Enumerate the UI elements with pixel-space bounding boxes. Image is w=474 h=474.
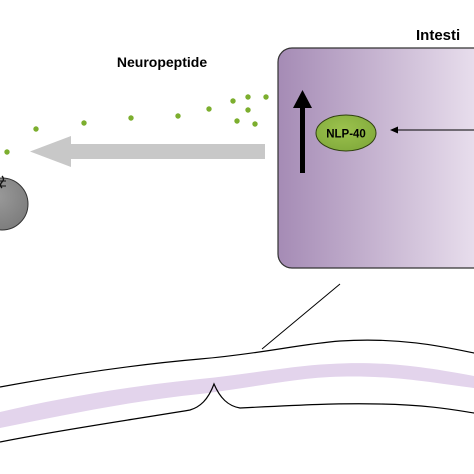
droplet — [234, 118, 240, 124]
neuropeptide-label: Neuropeptide — [117, 54, 207, 70]
droplet — [245, 107, 251, 113]
droplet — [128, 115, 134, 121]
droplet — [175, 113, 181, 119]
droplet — [81, 120, 87, 126]
worm-outline-lower — [0, 382, 474, 443]
connector-line — [261, 283, 341, 350]
neuron-cell-icon — [0, 175, 29, 231]
tissue-label: Intesti — [416, 27, 460, 44]
worm-body — [0, 339, 474, 443]
large-gray-arrow-icon — [30, 136, 265, 167]
worm-outline-upper — [0, 339, 474, 388]
protein-label: NLP-40 — [326, 129, 366, 141]
intestine-cell-box — [277, 47, 474, 269]
upward-arrow-icon — [293, 90, 312, 173]
release-arrow-head — [30, 136, 71, 167]
droplet — [230, 98, 236, 104]
leftward-arrow-icon — [390, 126, 474, 134]
droplet — [252, 121, 258, 127]
droplet — [4, 149, 10, 155]
neuropeptide-droplets — [4, 94, 269, 155]
droplet — [263, 94, 269, 100]
nlp40-protein: NLP-40 — [315, 114, 377, 152]
release-arrow-shaft — [68, 144, 265, 159]
droplet — [245, 94, 251, 100]
droplet — [206, 106, 212, 112]
droplet — [33, 126, 39, 132]
worm-intestine-stripe — [0, 363, 474, 428]
